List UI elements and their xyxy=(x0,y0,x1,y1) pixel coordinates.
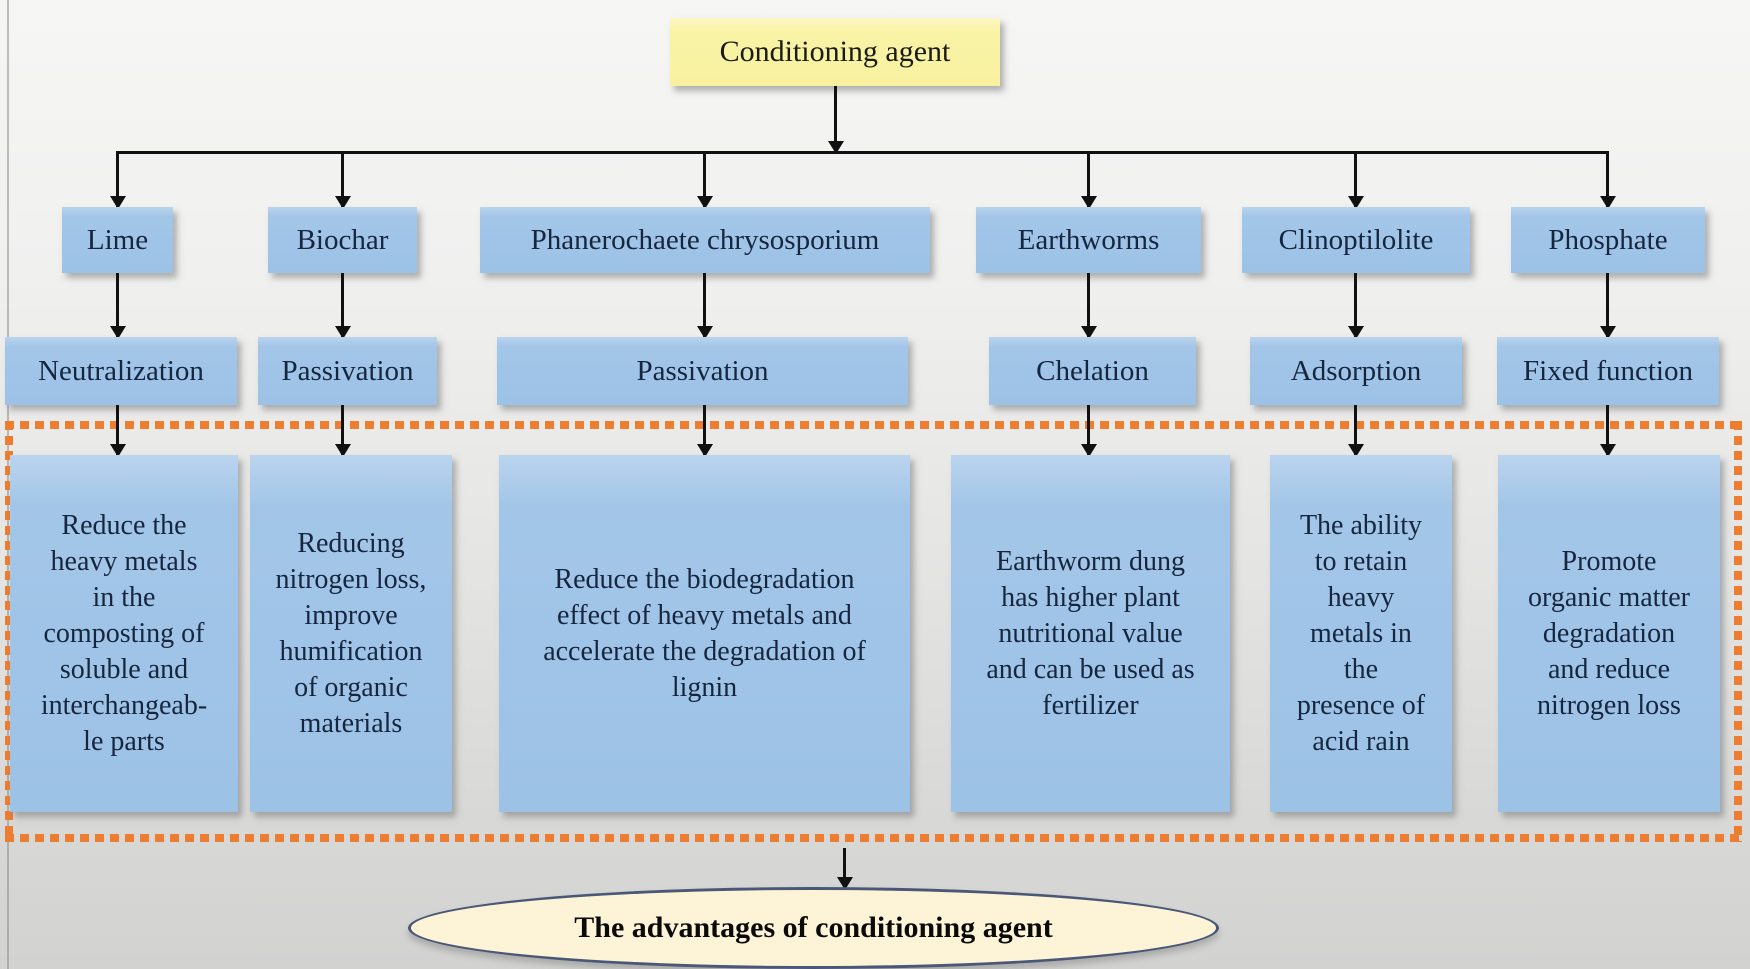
mechanism-node-chelation: Chelation xyxy=(989,337,1196,405)
connector-root-to-branch-line xyxy=(834,86,837,152)
advantages-region-border-top xyxy=(5,421,1742,429)
summary-ellipse: The advantages of conditioning agent xyxy=(408,887,1219,969)
mechanism-label: Fixed function xyxy=(1523,354,1693,387)
advantage-node-lime: Reduce the heavy metals in the compostin… xyxy=(10,455,238,812)
mechanism-label: Neutralization xyxy=(38,354,204,387)
agent-node-clinoptilolite: Clinoptilolite xyxy=(1242,207,1470,273)
connector-biochar-to-passivation xyxy=(341,273,344,337)
advantage-node-phosphate: Promote organic matter degradation and r… xyxy=(1498,455,1720,812)
summary-label: The advantages of conditioning agent xyxy=(574,911,1053,944)
advantages-region-border-left xyxy=(5,421,13,842)
advantage-text: The ability to retain heavy metals in th… xyxy=(1296,509,1426,757)
agent-label: Phanerochaete chrysosporium xyxy=(530,223,880,256)
connector-adsorption-to-advantage xyxy=(1354,405,1357,455)
agent-label: Phosphate xyxy=(1548,223,1668,256)
connector-clinoptilolite-to-adsorption xyxy=(1354,273,1357,337)
connector-phosphate-to-fixed-function xyxy=(1606,273,1609,337)
connector-passivation-biochar-to-advantage xyxy=(341,405,344,455)
root-node-conditioning-agent: Conditioning agent xyxy=(670,18,1000,86)
connector-lime-to-neutralization xyxy=(116,273,119,337)
connector-passivation-phanerochaete-to-advantage xyxy=(703,405,706,455)
mechanism-node-passivation-biochar: Passivation xyxy=(258,337,437,405)
connector-branch-to-phosphate xyxy=(1606,151,1609,207)
advantage-text: Promote organic matter degradation and r… xyxy=(1528,545,1690,721)
connector-neutralization-to-advantage xyxy=(116,405,119,455)
mechanism-label: Passivation xyxy=(281,354,414,387)
agent-node-phosphate: Phosphate xyxy=(1511,207,1705,273)
mechanism-node-passivation-phanerochaete: Passivation xyxy=(497,337,908,405)
agent-label: Biochar xyxy=(296,223,389,256)
connector-branch-to-lime xyxy=(116,151,119,207)
connector-branch-to-earthworms xyxy=(1087,151,1090,207)
connector-phanerochaete-to-passivation xyxy=(703,273,706,337)
advantage-text: Reduce the heavy metals in the compostin… xyxy=(40,509,208,757)
agent-label: Lime xyxy=(86,223,149,256)
mechanism-label: Adsorption xyxy=(1290,354,1422,387)
agent-label: Clinoptilolite xyxy=(1278,223,1434,256)
advantage-node-biochar: Reducing nitrogen loss, improve humifica… xyxy=(250,455,452,812)
connector-region-to-summary xyxy=(843,848,846,888)
connector-branch-to-biochar xyxy=(341,151,344,207)
mechanism-node-adsorption: Adsorption xyxy=(1250,337,1462,405)
connector-branch-to-phanerochaete xyxy=(703,151,706,207)
advantage-text: Reducing nitrogen loss, improve humifica… xyxy=(275,527,427,739)
agent-node-earthworms: Earthworms xyxy=(976,207,1201,273)
agent-node-biochar: Biochar xyxy=(268,207,417,273)
connector-branch-to-clinoptilolite xyxy=(1354,151,1357,207)
advantage-node-earthworms: Earthworm dung has higher plant nutritio… xyxy=(951,455,1230,812)
connector-fixed-function-to-advantage xyxy=(1606,405,1609,455)
advantages-region-border-right xyxy=(1734,421,1742,842)
agent-label: Earthworms xyxy=(1017,223,1160,256)
mechanism-label: Chelation xyxy=(1036,354,1149,387)
advantage-text: Earthworm dung has higher plant nutritio… xyxy=(986,545,1195,721)
advantage-text: Reduce the biodegradation effect of heav… xyxy=(543,563,866,703)
mechanism-node-neutralization: Neutralization xyxy=(5,337,237,405)
advantage-node-clinoptilolite: The ability to retain heavy metals in th… xyxy=(1270,455,1452,812)
mechanism-label: Passivation xyxy=(636,354,769,387)
agent-node-phanerochaete: Phanerochaete chrysosporium xyxy=(480,207,930,273)
connector-earthworms-to-chelation xyxy=(1087,273,1090,337)
connector-chelation-to-advantage xyxy=(1087,405,1090,455)
advantage-node-phanerochaete: Reduce the biodegradation effect of heav… xyxy=(499,455,910,812)
branch-distribution-line xyxy=(117,151,1609,154)
advantages-region-border-bottom xyxy=(5,834,1742,842)
mechanism-node-fixed-function: Fixed function xyxy=(1497,337,1719,405)
root-label: Conditioning agent xyxy=(719,35,951,68)
agent-node-lime: Lime xyxy=(62,207,173,273)
